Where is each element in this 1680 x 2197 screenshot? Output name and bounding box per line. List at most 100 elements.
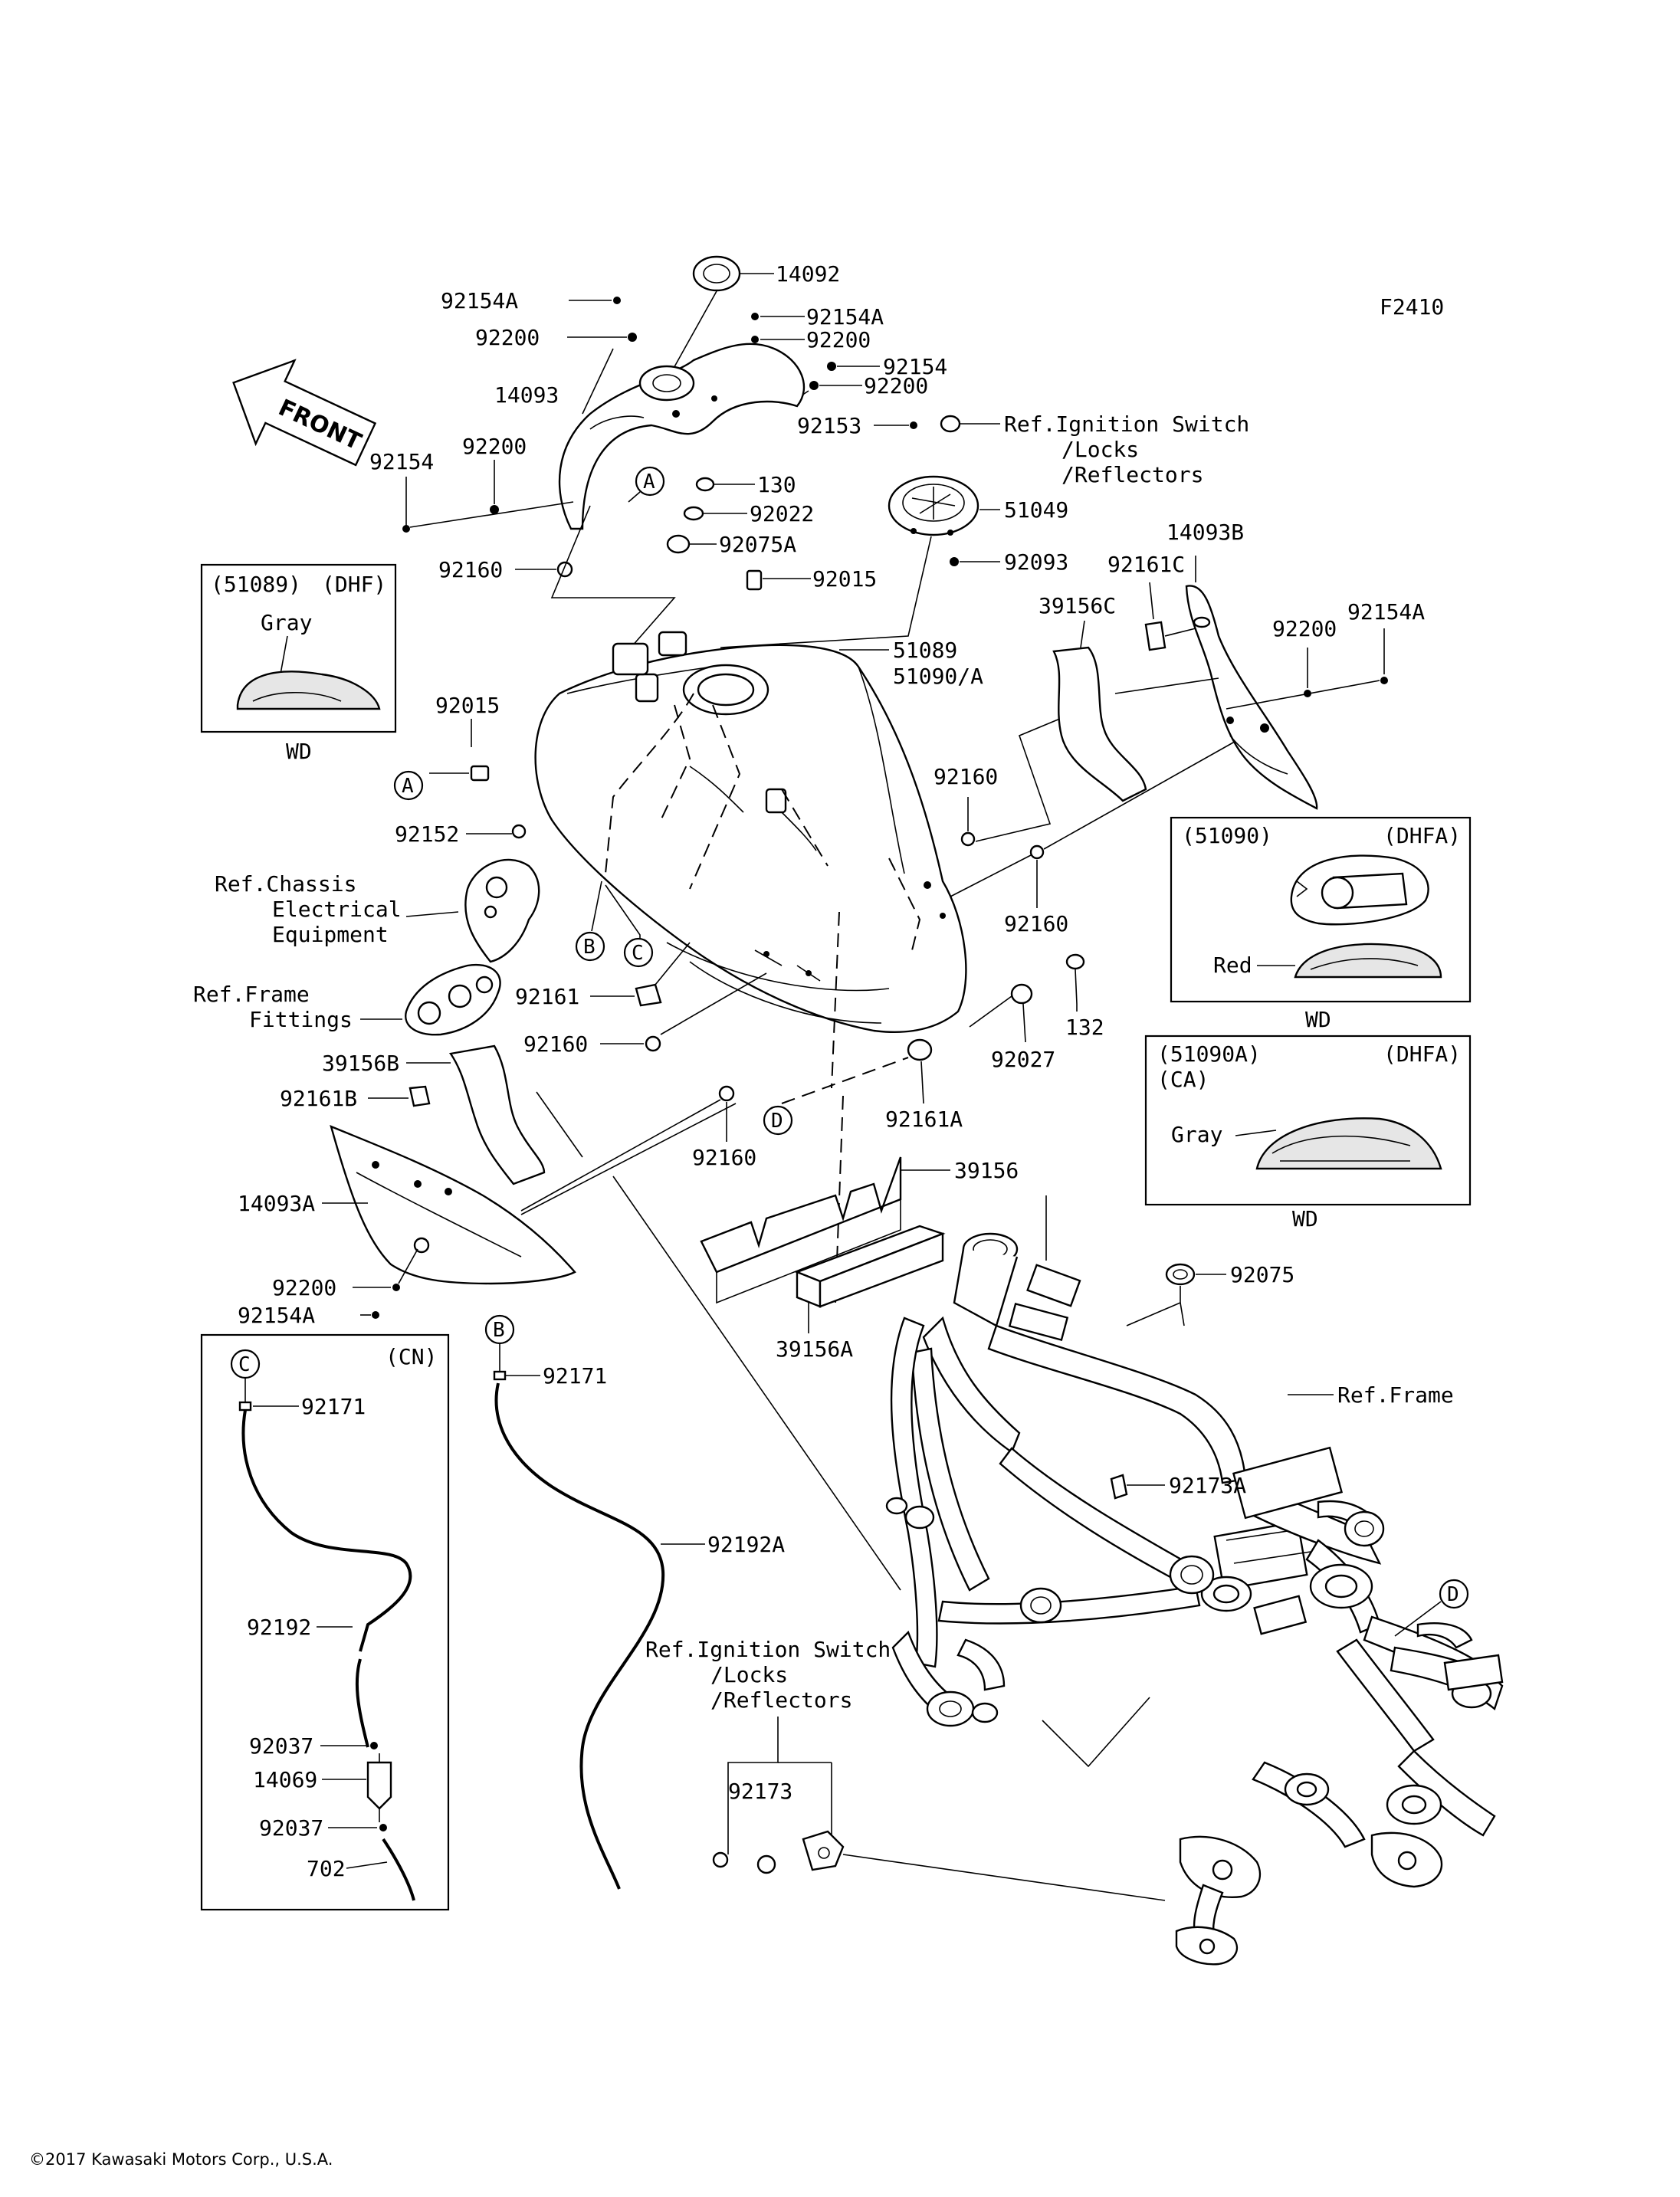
label-130: 130 bbox=[757, 472, 796, 497]
bolt-92153 bbox=[910, 421, 917, 429]
callout-c bbox=[623, 937, 654, 968]
grommet-92160-1 bbox=[556, 561, 573, 578]
inset-dhfa-ca-part: (51090A) bbox=[1157, 1041, 1261, 1067]
svg-text:B: B bbox=[493, 1319, 505, 1342]
pad-92161B bbox=[368, 1085, 431, 1107]
bracket-frame-fittings bbox=[405, 963, 501, 1036]
ref-ignition-bottom-2: /Locks bbox=[710, 1662, 788, 1687]
inset-dhf-finish: WD bbox=[286, 739, 312, 764]
label-702: 702 bbox=[307, 1856, 346, 1881]
grommet-92075A bbox=[666, 534, 717, 554]
label-92171-2: 92171 bbox=[543, 1363, 607, 1389]
label-92027: 92027 bbox=[991, 1047, 1055, 1072]
label-92093: 92093 bbox=[1004, 549, 1068, 575]
ref-frame-fittings-2: Fittings bbox=[249, 1007, 353, 1032]
label-92161B: 92161B bbox=[280, 1086, 357, 1111]
label-39156A: 39156A bbox=[776, 1336, 853, 1362]
label-92152: 92152 bbox=[395, 821, 459, 847]
clamp-92037-2 bbox=[379, 1824, 387, 1831]
side-cover-14093B bbox=[1185, 556, 1318, 810]
label-51049: 51049 bbox=[1004, 497, 1068, 523]
bolt-92154-2 bbox=[402, 525, 410, 533]
label-92154A-1: 92154A bbox=[441, 288, 518, 313]
ref-frame: Ref.Frame bbox=[1337, 1382, 1454, 1408]
inset-dhfa-ca-region: (CA) bbox=[1157, 1067, 1209, 1092]
inset-dhfa-finish: WD bbox=[1305, 1007, 1331, 1032]
label-92161C: 92161C bbox=[1107, 552, 1185, 577]
callout-a-left bbox=[393, 770, 424, 801]
label-92154A-2: 92154A bbox=[806, 304, 884, 330]
grommet-92160-4 bbox=[1029, 844, 1045, 860]
label-92037-2: 92037 bbox=[259, 1815, 323, 1841]
svg-text:A: A bbox=[402, 775, 414, 798]
label-14093: 14093 bbox=[494, 382, 559, 408]
label-92192: 92192 bbox=[247, 1615, 311, 1640]
collar-92027 bbox=[1010, 983, 1033, 1043]
label-92015-2: 92015 bbox=[435, 693, 500, 718]
label-92200-6: 92200 bbox=[272, 1275, 336, 1300]
bolt-92154A-1 bbox=[613, 297, 621, 304]
copyright-text: ©2017 Kawasaki Motors Corp., U.S.A. bbox=[29, 2150, 333, 2169]
clip-92152 bbox=[511, 824, 527, 839]
bolt-130 bbox=[695, 477, 755, 492]
damper-92015-2 bbox=[429, 719, 490, 782]
label-92154-2: 92154 bbox=[369, 449, 434, 474]
callout-b bbox=[575, 931, 605, 962]
inset-dhfa-ca-finish: WD bbox=[1292, 1206, 1318, 1231]
label-14093A: 14093A bbox=[238, 1191, 315, 1216]
label-92075A: 92075A bbox=[719, 532, 796, 557]
pad-92161C bbox=[1144, 582, 1196, 651]
label-92154-1: 92154 bbox=[883, 354, 947, 379]
bolt-92154A-4 bbox=[372, 1311, 379, 1319]
fuel-tank-51089 bbox=[534, 631, 967, 1033]
clamp-92037-1 bbox=[370, 1742, 378, 1749]
ref-ignition-bottom-1: Ref.Ignition Switch bbox=[645, 1637, 891, 1662]
label-14093B: 14093B bbox=[1166, 520, 1244, 545]
label-92200-3: 92200 bbox=[864, 373, 928, 398]
inset-dhfa-ca: (51090A) (DHFA) (CA) Gray WD bbox=[1144, 1035, 1472, 1231]
bracket-chassis bbox=[464, 858, 540, 963]
grommet-92160-3 bbox=[960, 831, 976, 847]
cap-ring-14092 bbox=[664, 255, 774, 384]
label-92173: 92173 bbox=[728, 1779, 792, 1804]
svg-text:A: A bbox=[643, 471, 655, 494]
washer-92200-2 bbox=[751, 336, 759, 343]
label-92160-2: 92160 bbox=[523, 1031, 588, 1057]
callout-d-right bbox=[1439, 1579, 1469, 1609]
tank-cover-14093 bbox=[558, 343, 806, 530]
label-92192A: 92192A bbox=[707, 1532, 785, 1557]
label-92171-1: 92171 bbox=[301, 1394, 366, 1419]
svg-text:C: C bbox=[238, 1353, 251, 1376]
washer-92200-6 bbox=[392, 1284, 400, 1291]
label-92037-1: 92037 bbox=[249, 1733, 313, 1759]
label-14092: 14092 bbox=[776, 261, 840, 287]
pad-39156B bbox=[406, 1044, 546, 1185]
inset-dhf-part: (51089) bbox=[211, 572, 301, 597]
bolt-92154-1 bbox=[827, 362, 836, 371]
bolt-92173 bbox=[712, 1830, 1166, 1901]
ref-chassis-1: Ref.Chassis bbox=[215, 871, 356, 897]
inset-dhf: (51089) (DHF) Gray WD bbox=[200, 563, 397, 764]
pad-39156 bbox=[700, 1156, 950, 1304]
washer-92200-3 bbox=[809, 381, 819, 390]
label-92173A: 92173A bbox=[1169, 1473, 1246, 1498]
label-39156B: 39156B bbox=[322, 1051, 399, 1076]
diagram-code: F2410 bbox=[1380, 294, 1444, 320]
washer-92022 bbox=[683, 506, 747, 521]
label-92200-4: 92200 bbox=[462, 434, 527, 459]
hose-clamp-92171-b bbox=[493, 1370, 540, 1381]
label-92015-1: 92015 bbox=[812, 566, 877, 592]
damper-92015-1 bbox=[746, 569, 811, 591]
inset-dhfa-part: (51090) bbox=[1182, 823, 1272, 848]
ref-chassis-3: Equipment bbox=[272, 922, 389, 947]
label-92154A-4: 92154A bbox=[238, 1303, 315, 1328]
ref-ignition-top-1: Ref.Ignition Switch bbox=[1004, 412, 1249, 437]
label-132: 132 bbox=[1065, 1015, 1104, 1040]
bolt-92154A-3 bbox=[1380, 677, 1388, 684]
front-arrow-icon: FRONT bbox=[232, 359, 377, 467]
label-92075: 92075 bbox=[1230, 1262, 1294, 1287]
pad-39156C bbox=[1052, 620, 1147, 802]
inset-dhfa-ca-model: (DHFA) bbox=[1383, 1041, 1461, 1067]
ref-ignition-top-2: /Locks bbox=[1061, 437, 1139, 462]
